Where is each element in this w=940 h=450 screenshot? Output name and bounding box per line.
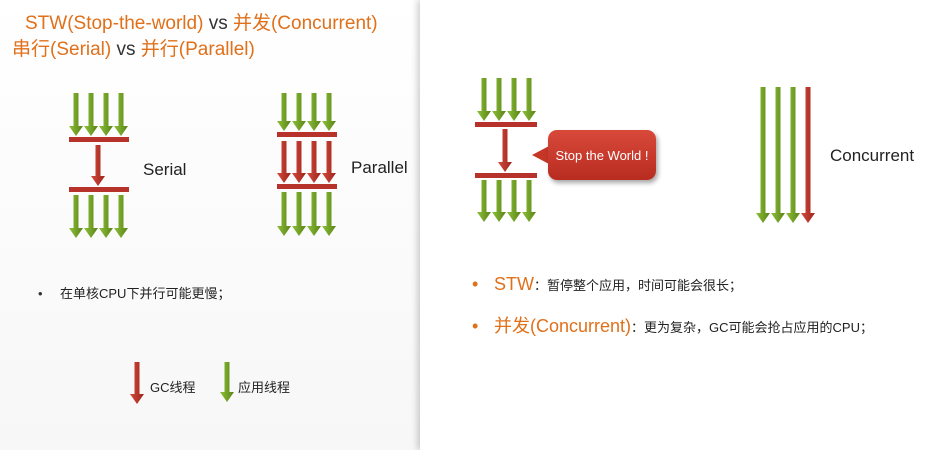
parallel-app-thread-arrow-top: [277, 93, 291, 131]
stw-app-thread-arrow-top: [492, 78, 506, 121]
legend-gc-label: GC线程: [150, 380, 196, 395]
stw-gc-thread-arrow: [498, 129, 512, 172]
legend-app-arrow: [220, 362, 234, 402]
serial-gc-thread-arrow: [91, 145, 105, 186]
concurrent-label: Concurrent: [830, 146, 915, 165]
parallel-app-thread-arrow-top: [292, 93, 306, 131]
parallel-gc-thread-arrow: [292, 141, 306, 183]
parallel-safepoint-bar-top: [277, 132, 337, 137]
serial-app-thread-arrow-bottom: [114, 195, 128, 238]
stw-vs-concurrent-title: STW(Stop-the-world) vs 并发(Concurrent): [25, 8, 378, 35]
title-parallel: 并行(Parallel): [140, 39, 255, 60]
title-serial: 串行(Serial): [12, 39, 112, 60]
parallel-gc-thread-arrow: [322, 141, 336, 183]
legend-gc-arrow: [130, 362, 144, 404]
bullet-dot: •: [472, 274, 479, 294]
bullet-concurrent-text: ：更为复杂，GC可能会抢占应用的CPU；: [631, 320, 873, 335]
serial-app-thread-arrow-top: [84, 93, 98, 136]
serial-label: Serial: [143, 160, 187, 179]
stw-safepoint-bar-bottom: [475, 173, 537, 178]
parallel-app-thread-arrow-bottom: [292, 192, 306, 236]
parallel-app-thread-arrow-top: [322, 93, 336, 131]
title-stw: STW(Stop-the-world): [25, 13, 204, 34]
bullet-single-core-text: 在单核CPU下并行可能更慢；: [60, 286, 231, 301]
bullet-single-core: • 在单核CPU下并行可能更慢；: [38, 283, 230, 302]
parallel-app-thread-arrow-bottom: [322, 192, 336, 236]
serial-vs-parallel-title: 串行(Serial) vs 并行(Parallel): [12, 34, 255, 61]
stop-the-world-callout: Stop the World !: [548, 130, 656, 180]
parallel-app-thread-arrow-bottom: [307, 192, 321, 236]
bullet-concurrent: • 并发(Concurrent)：更为复杂，GC可能会抢占应用的CPU；: [472, 312, 873, 338]
serial-app-thread-arrow-bottom: [69, 195, 83, 238]
title-vs-right: vs: [208, 13, 228, 34]
serial-app-thread-arrow-top: [69, 93, 83, 136]
stw-app-thread-arrow-top: [477, 78, 491, 121]
bullet-stw-text: ：暂停整个应用，时间可能会很长；: [534, 278, 743, 293]
title-concurrent: 并发(Concurrent): [232, 13, 378, 34]
stw-app-thread-arrow-top: [507, 78, 521, 121]
serial-app-thread-arrow-bottom: [84, 195, 98, 238]
bullet-dot: •: [472, 316, 479, 336]
bullet-stw-key: STW: [494, 274, 534, 294]
parallel-gc-thread-arrow: [277, 141, 291, 183]
bullet-stw: • STW：暂停整个应用，时间可能会很长；: [472, 274, 742, 295]
parallel-gc-thread-arrow: [307, 141, 321, 183]
parallel-label: Parallel: [351, 158, 408, 177]
stw-app-thread-arrow-top: [522, 78, 536, 121]
stw-safepoint-bar-top: [475, 122, 537, 127]
stw-app-thread-arrow-bottom: [522, 180, 536, 222]
concurrent-app-thread-arrow: [756, 87, 770, 223]
stw-app-thread-arrow-bottom: [507, 180, 521, 222]
concurrent-gc-thread-arrow: [801, 87, 815, 223]
callout-tail: [532, 146, 549, 164]
stw-app-thread-arrow-bottom: [477, 180, 491, 222]
parallel-app-thread-arrow-bottom: [277, 192, 291, 236]
bullet-dot: •: [38, 286, 43, 301]
parallel-app-thread-arrow-top: [307, 93, 321, 131]
serial-app-thread-arrow-bottom: [99, 195, 113, 238]
bullet-concurrent-key: 并发(Concurrent): [494, 316, 632, 336]
left-panel: [0, 0, 420, 450]
title-vs: vs: [116, 39, 136, 60]
concurrent-app-thread-arrow: [786, 87, 800, 223]
serial-app-thread-arrow-top: [114, 93, 128, 136]
right-panel: [420, 0, 940, 450]
serial-app-thread-arrow-top: [99, 93, 113, 136]
legend-app-label: 应用线程: [238, 380, 291, 395]
parallel-safepoint-bar-bottom: [277, 184, 337, 189]
concurrent-app-thread-arrow: [771, 87, 785, 223]
stw-app-thread-arrow-bottom: [492, 180, 506, 222]
callout-text: Stop the World !: [555, 147, 649, 163]
serial-safepoint-bar-bottom: [69, 187, 129, 192]
serial-safepoint-bar-top: [69, 137, 129, 142]
